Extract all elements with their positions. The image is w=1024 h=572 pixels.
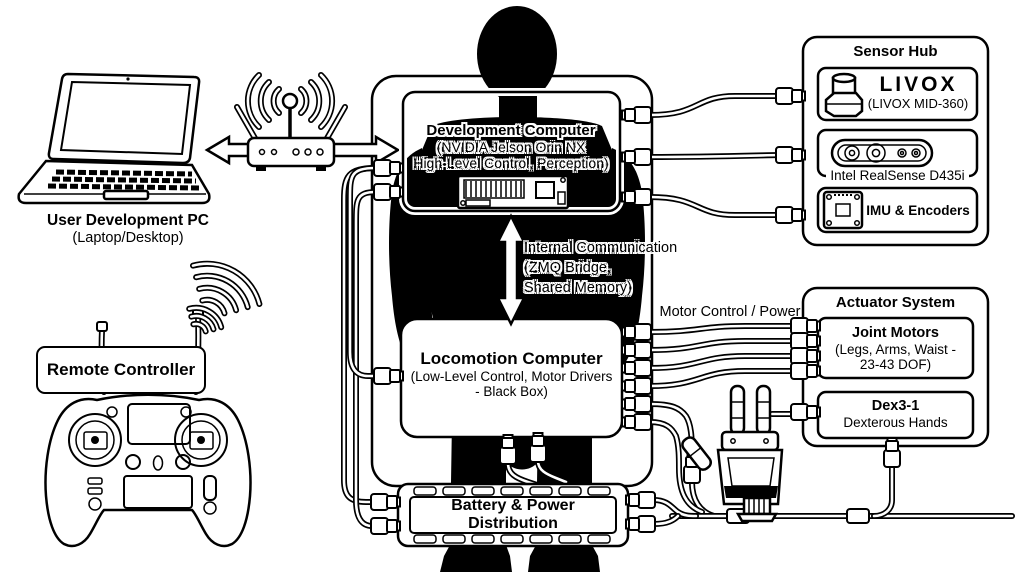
router-icon bbox=[237, 75, 345, 171]
development-computer-label: Development Computer (NVIDIA Jelson Orin… bbox=[400, 122, 622, 171]
joint-motors-label: Joint Motors (Legs, Arms, Waist - 23-43 … bbox=[818, 325, 973, 373]
battery-label: Battery & Power Distribution bbox=[451, 496, 575, 532]
dex-hands-sub: Dexterous Hands bbox=[843, 414, 948, 430]
dex-hands-title: Dex3-1 bbox=[871, 398, 920, 414]
development-computer-sub1: (NVIDIA Jelson Orin NX bbox=[436, 139, 586, 156]
joint-motors-sub1: (Legs, Arms, Waist - bbox=[834, 341, 957, 357]
realsense-label-wrap: Intel RealSense D435i bbox=[818, 168, 977, 183]
actuator-system-title: Actuator System bbox=[835, 294, 956, 311]
laptop-icon bbox=[17, 72, 211, 205]
locomotion-sub1: (Low-Level Control, Motor Drivers bbox=[410, 368, 613, 384]
sensor-hub-box bbox=[801, 35, 990, 247]
imu-icon bbox=[822, 190, 864, 230]
livox-logo: LIVOX bbox=[879, 73, 958, 96]
joint-motors-title: Joint Motors bbox=[852, 325, 939, 341]
internal-comm-line1: Internal Communication bbox=[524, 240, 678, 256]
internal-comm-label: Internal Communication (ZMQ Bridge, Shar… bbox=[524, 238, 699, 298]
imu-label: IMU & Encoders bbox=[866, 203, 970, 218]
user-pc-label: User Development PC (Laptop/Desktop) bbox=[18, 212, 238, 246]
remote-controller-label-box: Remote Controller bbox=[36, 346, 206, 394]
user-pc-sub: (Laptop/Desktop) bbox=[72, 229, 184, 246]
development-computer-title: Development Computer bbox=[426, 122, 596, 139]
remote-controller-label: Remote Controller bbox=[46, 360, 196, 379]
internal-comm-arrow-icon bbox=[495, 213, 527, 327]
battery-icon bbox=[396, 482, 630, 548]
development-computer-sub2: High-Level Control, Perception) bbox=[413, 155, 609, 172]
user-pc-title: User Development PC bbox=[47, 212, 209, 229]
depth-camera-icon bbox=[830, 138, 934, 168]
locomotion-title: Locomotion Computer bbox=[420, 349, 603, 368]
livox-model-label: (LIVOX MID-360) bbox=[867, 96, 969, 111]
locomotion-sub2: - Black Box) bbox=[475, 384, 548, 400]
internal-comm-line3: Shared Memory) bbox=[524, 280, 632, 296]
internal-comm-line2: (ZMQ Bridge, bbox=[524, 260, 612, 276]
development-computer-box bbox=[399, 88, 624, 215]
sensor-hub-title: Sensor Hub bbox=[853, 43, 938, 60]
dex-hands-label: Dex3-1 Dexterous Hands bbox=[818, 398, 973, 430]
locomotion-computer-label: Locomotion Computer (Low-Level Control, … bbox=[401, 349, 622, 400]
circuit-board-icon bbox=[456, 174, 570, 210]
joint-motors-sub2: 23-43 DOF) bbox=[859, 357, 932, 373]
realsense-label: Intel RealSense D435i bbox=[826, 168, 969, 183]
lidar-icon bbox=[824, 72, 864, 118]
actuator-system-box bbox=[801, 286, 990, 448]
robot-hand-icon bbox=[681, 384, 784, 523]
remote-controller-icon bbox=[44, 264, 260, 548]
motor-control-label: Motor Control / Power bbox=[659, 304, 801, 320]
